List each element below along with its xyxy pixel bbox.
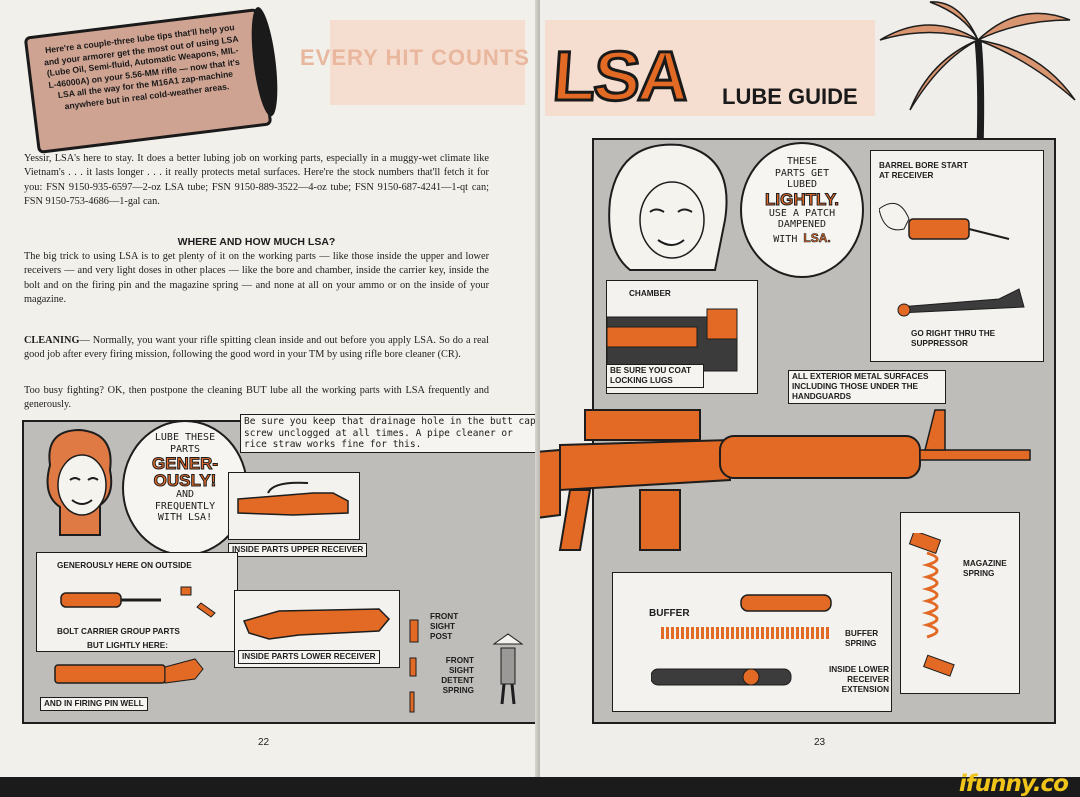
lsa-title: LSA	[549, 36, 691, 117]
label-magazine-spring: MAGAZINE SPRING	[963, 559, 1007, 578]
barrel-bore-inset: BARREL BORE START AT RECEIVER GO RIGHT T…	[870, 150, 1044, 362]
bubble-line: PARTS	[169, 443, 201, 455]
bubble-emphasis: LSA.	[803, 230, 831, 245]
lube-lightly-bubble: THESE PARTS GET LUBED LIGHTLY. USE A PAT…	[740, 142, 864, 278]
right-page: THESE PARTS GET LUBED LIGHTLY. USE A PAT…	[540, 0, 1080, 777]
bolt-illustration	[54, 658, 204, 684]
label-buffer-spring: BUFFER SPRING	[845, 629, 879, 648]
callout-scroll: Here're a couple-three lube tips that'll…	[23, 5, 283, 154]
magazine-spring-illustration	[908, 533, 955, 677]
label-outside: GENEROUSLY HERE ON OUTSIDE	[57, 561, 192, 570]
bubble-line: THESE	[786, 156, 818, 167]
bubble-line: LUBED	[786, 179, 818, 190]
bubble-line: DAMPENED	[777, 219, 827, 230]
front-sight-parts-illustration	[409, 619, 419, 713]
label-exterior-surfaces: ALL EXTERIOR METAL SURFACES INCLUDING TH…	[788, 370, 946, 404]
upper-receiver-illustration	[237, 481, 349, 516]
bleed-through-title: EVERY HIT COUNTS	[300, 45, 530, 70]
bubble-emphasis: GENER-	[151, 454, 219, 473]
section-heading: WHERE AND HOW MUCH LSA?	[177, 236, 336, 248]
callout-text: Here're a couple-three lube tips that'll…	[43, 22, 241, 111]
label-front-sight-detent: FRONT SIGHT DETENT SPRING	[441, 656, 474, 695]
cleaning-label: CLEANING	[24, 335, 80, 346]
palm-tree-illustration	[879, 1, 1076, 150]
cleaning-paragraph: CLEANING— Normally, you want your rifle …	[24, 334, 489, 363]
upper-receiver-inset	[228, 472, 360, 540]
lube-paragraph: The big trick to using LSA is to get ple…	[24, 251, 489, 305]
label-upper-receiver: INSIDE PARTS UPPER RECEIVER	[228, 543, 368, 557]
bubble-word: WITH	[773, 233, 798, 245]
label-buffer: BUFFER	[649, 608, 690, 619]
label-lightly: BUT LIGHTLY HERE:	[87, 641, 168, 650]
cleaning-text: — Normally, you want your rifle spitting…	[24, 335, 489, 361]
buffer-inset: BUFFER BUFFER SPRING INSIDE LOWER RECEIV…	[612, 572, 892, 712]
bubble-line: WITH LSA.	[742, 230, 862, 246]
rifle-illustration	[540, 409, 1031, 551]
scroll-curl	[246, 5, 283, 118]
bubble-line: PARTS GET	[774, 167, 830, 179]
lower-receiver-illustration	[242, 608, 391, 640]
chamber-illustration	[607, 308, 738, 372]
label-suppressor: GO RIGHT THRU THE SUPPRESSOR	[911, 329, 996, 348]
bubble-emphasis: OUSLY!	[153, 471, 217, 490]
label-front-sight-post: FRONT SIGHT POST	[430, 612, 459, 641]
buffer-illustration	[651, 594, 832, 686]
outside-parts-inset: GENEROUSLY HERE ON OUTSIDE BOLT CARRIER …	[36, 552, 238, 652]
technician-girl-illustration	[608, 143, 728, 271]
label-firing-pin: AND IN FIRING PIN WELL	[40, 697, 148, 711]
page-number-left: 22	[258, 737, 270, 748]
intro-paragraph: Yessir, LSA's here to stay. It does a be…	[24, 153, 489, 207]
bleed-through-block	[545, 20, 875, 116]
farmer-figure-illustration	[492, 633, 524, 705]
watermark-bar: ifunny.co	[0, 771, 1080, 797]
label-receiver-extension: INSIDE LOWER RECEIVER EXTENSION	[828, 665, 889, 694]
drainage-note: Be sure you keep that drainage hole in t…	[240, 414, 544, 453]
bubble-line: LUBE THESE	[154, 432, 216, 443]
label-barrel-bore: BARREL BORE START AT RECEIVER	[879, 161, 968, 180]
barrel-cleaning-illustration	[879, 202, 1025, 317]
lube-guide-subtitle: LUBE GUIDE	[722, 84, 858, 109]
label-bolt-carrier: BOLT CARRIER GROUP PARTS	[57, 627, 180, 636]
bubble-line: WITH LSA!	[157, 512, 213, 523]
label-lower-receiver: INSIDE PARTS LOWER RECEIVER	[238, 650, 380, 664]
soldier-girl-illustration	[46, 428, 113, 536]
bleed-through-block	[330, 20, 525, 105]
page-number-right: 23	[814, 737, 826, 748]
label-chamber: CHAMBER	[629, 289, 671, 298]
bubble-line: AND	[175, 489, 195, 500]
magazine-spread: EVERY HIT COUNTS Here're a couple-three …	[0, 0, 1080, 777]
left-page: EVERY HIT COUNTS Here're a couple-three …	[0, 0, 544, 777]
magazine-spring-inset: MAGAZINE SPRING	[900, 512, 1020, 694]
bolt-carrier-parts-illustration	[60, 586, 216, 618]
ifunny-watermark: ifunny.co	[958, 771, 1069, 797]
label-locking-lugs: BE SURE YOU COAT LOCKING LUGS	[606, 364, 704, 388]
bubble-emphasis: LIGHTLY.	[765, 189, 840, 209]
bubble-line: FREQUENTLY	[154, 500, 216, 512]
bubble-line: USE A PATCH	[768, 207, 836, 219]
busy-paragraph: Too busy fighting? OK, then postpone the…	[24, 385, 489, 411]
